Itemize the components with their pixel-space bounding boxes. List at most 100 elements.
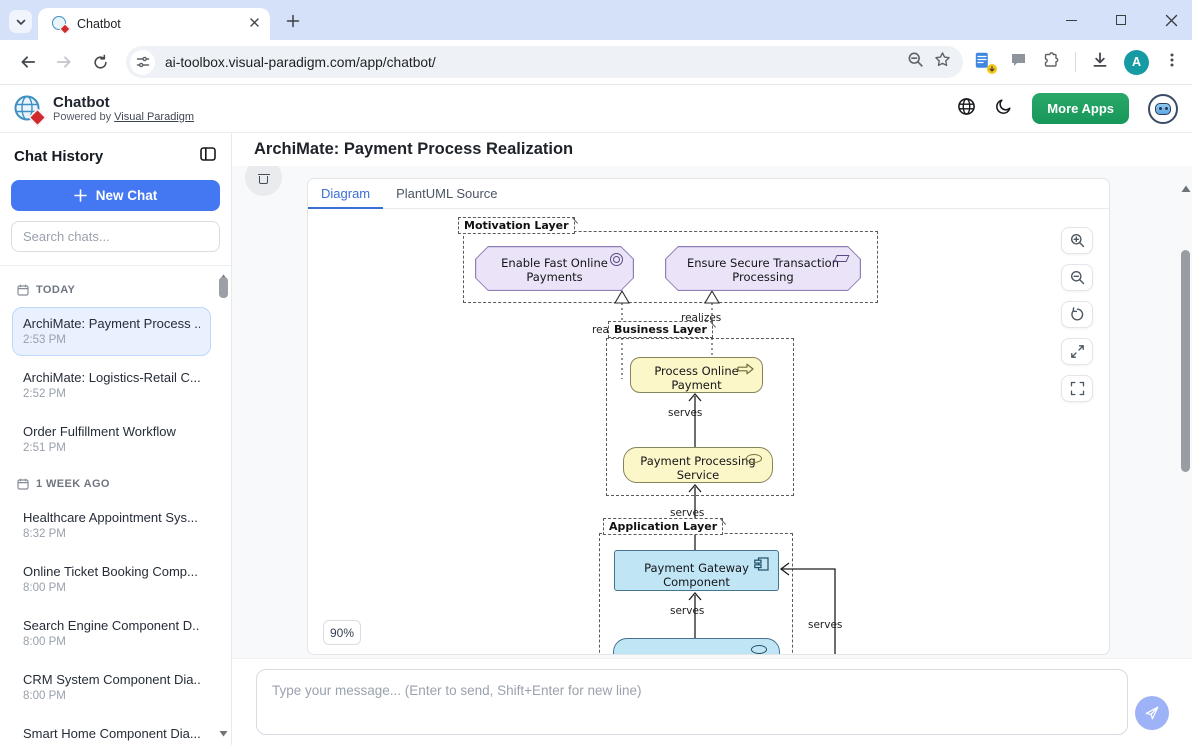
element-application-component[interactable]: Payment Gateway Component (614, 550, 779, 591)
forward-button[interactable] (48, 46, 80, 78)
side-panel-comment-icon[interactable] (1010, 52, 1027, 73)
conversation-title: ArchiMate: Payment Process Realization (254, 140, 574, 158)
new-chat-button[interactable]: New Chat (11, 180, 220, 211)
zoom-in-button[interactable] (1061, 227, 1093, 254)
label-motivation-layer: Motivation Layer (458, 217, 575, 234)
downloads-icon[interactable] (1091, 51, 1109, 74)
chat-item[interactable]: ArchiMate: Logistics-Retail C... 2:52 PM (12, 361, 211, 410)
toolbar-divider (1075, 52, 1076, 72)
visual-paradigm-link[interactable]: Visual Paradigm (114, 111, 195, 123)
group-business-layer (606, 338, 794, 496)
sidebar-scrollbar-thumb[interactable] (219, 277, 228, 298)
service-oval-icon (746, 454, 762, 463)
chat-item-time: 8:32 PM (23, 528, 66, 540)
site-info-icon[interactable] (130, 49, 155, 75)
chat-item[interactable]: Online Ticket Booking Comp... 8:00 PM (12, 555, 211, 604)
component-icon (754, 557, 769, 571)
chatbot-bubble-icon[interactable] (1148, 93, 1178, 124)
process-arrow-icon (737, 363, 754, 375)
extensions-icon[interactable] (1042, 51, 1060, 74)
new-tab-button[interactable] (283, 11, 303, 31)
chat-item-time: 2:51 PM (23, 442, 66, 454)
chat-item-selected[interactable]: ArchiMate: Payment Process ... 2:53 PM (12, 307, 211, 356)
chat-item[interactable]: Healthcare Appointment Sys... 8:32 PM (12, 501, 211, 550)
relation-label-serves: serves (670, 507, 705, 519)
tab-close-icon[interactable] (249, 15, 260, 33)
collapse-sidebar-icon[interactable] (200, 147, 216, 166)
window-minimize-button[interactable] (1064, 13, 1078, 27)
browser-address-bar: ai-toolbox.visual-paradigm.com/app/chatb… (0, 40, 1192, 85)
chat-item[interactable]: CRM System Component Dia... 8:00 PM (12, 663, 211, 712)
search-chats-input[interactable] (11, 221, 220, 252)
send-button[interactable] (1135, 696, 1169, 730)
element-business-service[interactable]: Payment Processing Service (623, 447, 773, 483)
element-label: Payment Gateway Component (644, 560, 749, 589)
zoom-out-page-icon[interactable] (907, 51, 924, 73)
bot-icon (257, 173, 270, 186)
chat-item-title: Search Engine Component D... (23, 618, 200, 633)
element-label: Enable Fast Online Payments (501, 255, 608, 284)
group-motivation-layer (463, 231, 878, 303)
more-apps-button[interactable]: More Apps (1032, 93, 1129, 124)
chat-item-time: 8:00 PM (23, 690, 66, 702)
chat-main: ArchiMate: Payment Process Realization D… (232, 133, 1192, 745)
section-today: TODAY (17, 284, 211, 296)
new-chat-label: New Chat (95, 188, 158, 203)
window-maximize-button[interactable] (1114, 13, 1128, 27)
chat-item-title: Order Fulfillment Workflow (23, 424, 176, 439)
relation-label-serves: serves (668, 407, 703, 419)
relation-label-serves: serves (808, 619, 843, 631)
fullscreen-button[interactable] (1061, 375, 1093, 402)
dark-mode-moon-icon[interactable] (995, 97, 1013, 120)
element-goal[interactable]: Enable Fast Online Payments (475, 246, 634, 291)
language-globe-icon[interactable] (957, 97, 976, 121)
element-application-service[interactable] (613, 638, 780, 654)
reading-mode-icon[interactable] (975, 52, 997, 74)
send-paper-plane-icon (1145, 706, 1159, 720)
relation-label-serves: serves (670, 605, 705, 617)
chat-history-sidebar: Chat History New Chat TODAY ArchiMate: P… (0, 133, 232, 745)
omnibox[interactable]: ai-toolbox.visual-paradigm.com/app/chatb… (126, 46, 963, 78)
reset-view-button[interactable] (1061, 301, 1093, 328)
powered-by-prefix: Powered by (53, 111, 115, 123)
chat-item[interactable]: Order Fulfillment Workflow 2:51 PM (12, 415, 211, 464)
bookmark-star-icon[interactable] (934, 51, 951, 73)
chat-item-time: 2:53 PM (23, 334, 66, 346)
app-title: Chatbot (53, 94, 110, 111)
main-scrollbar-thumb[interactable] (1181, 250, 1190, 472)
fit-expand-button[interactable] (1061, 338, 1093, 365)
label-application-layer: Application Layer (603, 518, 724, 535)
chat-item-title: Online Ticket Booking Comp... (23, 564, 198, 579)
diagram-message-card: Diagram PlantUML Source (307, 178, 1110, 655)
favicon (52, 15, 71, 35)
plus-icon (73, 189, 87, 202)
back-button[interactable] (12, 46, 44, 78)
profile-avatar[interactable]: A (1124, 49, 1149, 75)
tab-search-chevron-icon[interactable] (9, 10, 32, 33)
chat-item[interactable]: Smart Home Component Dia... (12, 717, 211, 745)
chat-item[interactable]: Search Engine Component D... 8:00 PM (12, 609, 211, 658)
element-label: Process Online Payment (654, 364, 739, 392)
diagram-viewport[interactable]: realizes realizes serves serves serves s… (308, 209, 1109, 654)
element-business-process[interactable]: Process Online Payment (630, 357, 763, 393)
message-input[interactable] (256, 669, 1128, 735)
chat-item-time: 8:00 PM (23, 636, 66, 648)
browser-menu-kebab-icon[interactable] (1164, 52, 1180, 73)
chat-list: TODAY ArchiMate: Payment Process ... 2:5… (0, 265, 231, 745)
url-text[interactable]: ai-toolbox.visual-paradigm.com/app/chatb… (165, 54, 436, 70)
tab-plantuml-source[interactable]: PlantUML Source (396, 186, 498, 201)
reload-button[interactable] (84, 46, 116, 78)
sidebar-scroll-down-arrow[interactable] (219, 724, 228, 742)
zoom-level-badge: 90% (323, 620, 361, 645)
window-close-button[interactable] (1164, 13, 1178, 27)
app-header: Chatbot Powered by Visual Paradigm More … (0, 85, 1192, 133)
powered-by: Powered by Visual Paradigm (53, 111, 194, 123)
browser-tab[interactable]: Chatbot (38, 8, 270, 40)
main-scroll-up-arrow[interactable] (1181, 180, 1191, 198)
section-week-ago: 1 WEEK AGO (17, 478, 211, 490)
zoom-out-button[interactable] (1061, 264, 1093, 291)
tab-diagram[interactable]: Diagram (308, 179, 384, 209)
diagram-connectors (614, 289, 836, 654)
element-requirement[interactable]: Ensure Secure Transaction Processing (665, 246, 861, 291)
chat-item-time: 8:00 PM (23, 582, 66, 594)
